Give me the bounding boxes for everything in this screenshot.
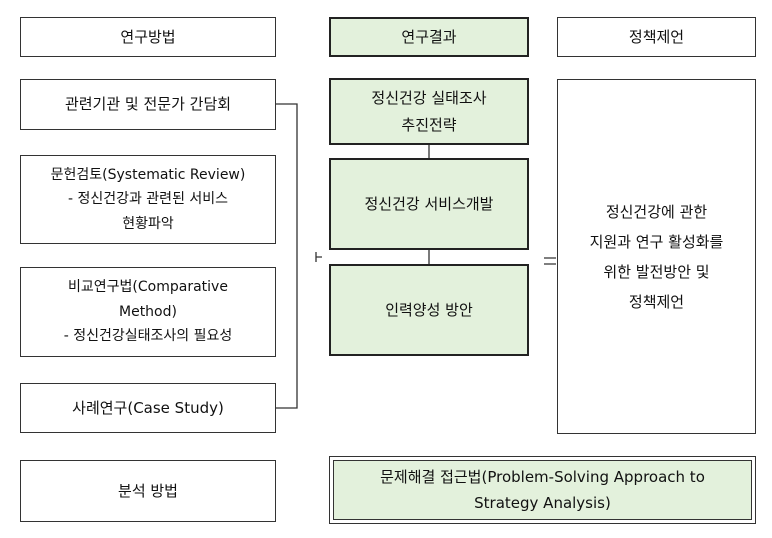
equals-sign bbox=[544, 257, 556, 265]
policy-recommendation-text: 정신건강에 관한 지원과 연구 활성화를 위한 발전방안 및 정책제언 bbox=[589, 202, 724, 311]
result-service-development: 정신건강 서비스개발 bbox=[329, 158, 529, 250]
methods-bracket bbox=[276, 103, 298, 409]
method-literature-review: 문헌검토(Systematic Review) - 정신건강과 관련된 서비스 … bbox=[20, 155, 276, 244]
analysis-approach-inner: 문제해결 접근법(Problem-Solving Approach to Str… bbox=[333, 460, 752, 520]
analysis-method-label: 분석 방법 bbox=[20, 460, 276, 522]
result-service-development-text: 정신건강 서비스개발 bbox=[364, 194, 494, 213]
method-comparative-text: 비교연구법(Comparative Method) - 정신건강실태조사의 필요… bbox=[63, 279, 233, 345]
analysis-approach-text: 문제해결 접근법(Problem-Solving Approach to Str… bbox=[380, 467, 705, 512]
header-methods: 연구방법 bbox=[20, 17, 276, 57]
analysis-method-label-text: 분석 방법 bbox=[118, 481, 178, 500]
analysis-approach: 문제해결 접근법(Problem-Solving Approach to Str… bbox=[329, 456, 756, 524]
header-policy: 정책제언 bbox=[557, 17, 756, 57]
method-comparative: 비교연구법(Comparative Method) - 정신건강실태조사의 필요… bbox=[20, 267, 276, 357]
header-results-label: 연구결과 bbox=[401, 27, 457, 46]
policy-recommendation: 정신건강에 관한 지원과 연구 활성화를 위한 발전방안 및 정책제언 bbox=[557, 79, 756, 434]
method-case-study: 사례연구(Case Study) bbox=[20, 383, 276, 433]
result-survey-strategy: 정신건강 실태조사 추진전략 bbox=[329, 78, 529, 145]
header-methods-label: 연구방법 bbox=[120, 27, 176, 46]
method-literature-review-text: 문헌검토(Systematic Review) - 정신건강과 관련된 서비스 … bbox=[50, 166, 246, 232]
methods-to-results-arrow bbox=[315, 252, 322, 262]
result-workforce-training-text: 인력양성 방안 bbox=[385, 300, 473, 319]
method-case-study-text: 사례연구(Case Study) bbox=[72, 398, 224, 417]
result-survey-strategy-text: 정신건강 실태조사 추진전략 bbox=[371, 89, 487, 134]
method-consultation-text: 관련기관 및 전문가 간담회 bbox=[64, 95, 232, 114]
header-policy-label: 정책제언 bbox=[628, 27, 685, 46]
method-consultation: 관련기관 및 전문가 간담회 bbox=[20, 79, 276, 130]
header-results: 연구결과 bbox=[329, 17, 529, 57]
result-workforce-training: 인력양성 방안 bbox=[329, 264, 529, 356]
